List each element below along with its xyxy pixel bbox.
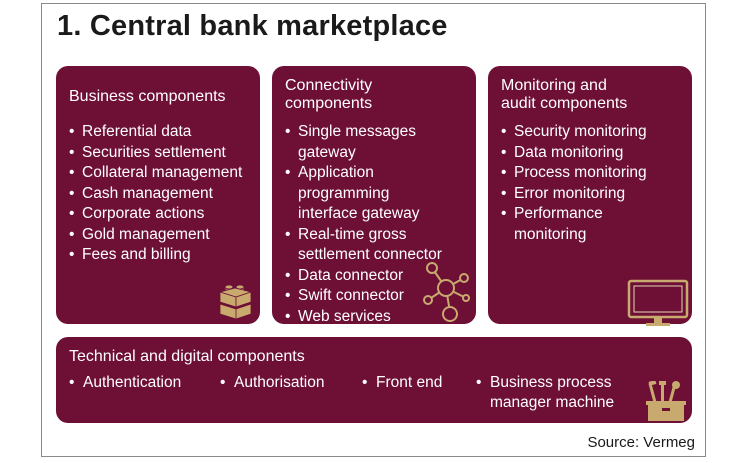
monitoring-components-title: Monitoring and audit components (501, 77, 628, 112)
business-components-panel: Business components Referential data Sec… (56, 66, 260, 324)
list-item: •Authentication (69, 374, 182, 391)
connectivity-components-title: Connectivity components (285, 77, 373, 112)
list-item: Data connector (285, 266, 442, 287)
monitor-icon (627, 279, 689, 326)
source-caption: Source: Vermeg (587, 434, 695, 451)
list-item: Data monitoring (501, 143, 647, 164)
monitoring-components-panel: Monitoring and audit components Security… (488, 66, 692, 326)
monitoring-components-list: Security monitoring Data monitoring Proc… (501, 122, 647, 245)
list-item: Error monitoring (501, 184, 647, 205)
infographic-frame: 1. Central bank marketplace Business com… (41, 3, 706, 457)
business-components-title: Business components (69, 88, 226, 105)
list-item: Corporate actions (69, 204, 242, 225)
list-item: Fees and billing (69, 245, 242, 266)
list-item: Collateral management (69, 163, 242, 184)
list-item: Security monitoring (501, 122, 647, 143)
technical-components-title: Technical and digital components (69, 348, 305, 365)
list-item: Swift connector (285, 286, 442, 307)
network-nodes-icon (423, 262, 470, 322)
toolbox-icon (646, 381, 686, 421)
technical-components-panel: Technical and digital components •Authen… (56, 337, 692, 423)
list-item: Web services (285, 307, 442, 328)
business-components-list: Referential data Securities settlement C… (69, 122, 242, 266)
list-item: •Authorisation (220, 374, 325, 391)
list-item: Process monitoring (501, 163, 647, 184)
list-item: Referential data (69, 122, 242, 143)
list-item: Gold management (69, 225, 242, 246)
lego-bricks-icon (218, 284, 253, 320)
list-item: Cash management (69, 184, 242, 205)
list-item: Securities settlement (69, 143, 242, 164)
page-title: 1. Central bank marketplace (57, 10, 448, 42)
list-item: •Front end (362, 374, 443, 391)
connectivity-components-panel: Connectivity components Single messagesg… (272, 66, 476, 327)
